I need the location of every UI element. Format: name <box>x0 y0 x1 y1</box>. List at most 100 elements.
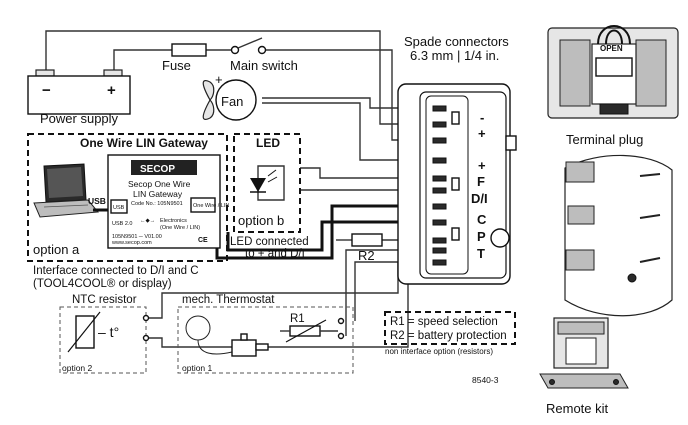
mech-thermostat: mech. Thermostat R1 option 1 <box>177 294 354 374</box>
unit-knob <box>490 228 510 248</box>
terminal-plug: OPEN <box>547 25 679 119</box>
r2-symbol <box>351 233 383 247</box>
terminal-plug-wires-inner <box>605 29 623 45</box>
secop-logo-text: SECOP <box>140 164 175 175</box>
remote-kit-hole <box>613 379 619 385</box>
spade-pin <box>432 105 447 112</box>
battery-terminal-minus <box>35 69 55 77</box>
compressor-plug-top <box>565 161 595 183</box>
switch-lever <box>237 37 263 49</box>
spade-pin <box>432 157 447 164</box>
compressor-plug-low <box>565 249 595 271</box>
remote-kit-top <box>557 321 605 335</box>
pin-tab <box>451 177 460 191</box>
fuse-label: Fuse <box>162 58 191 73</box>
pin-tab <box>451 111 460 125</box>
device-usb-type: USB 2.0 <box>112 221 132 227</box>
power-supply: − + Power supply <box>27 69 131 126</box>
unit-tab <box>505 135 517 151</box>
ntc-resistor: NTC resistor – t° option 2 <box>59 294 150 374</box>
compressor-pipe <box>639 173 661 177</box>
battery-minus-label: − <box>42 82 51 99</box>
ntc-symbol-label: – t° <box>98 324 119 340</box>
unit-inner <box>419 91 507 279</box>
gateway-dashed-frame <box>27 133 228 262</box>
fan-plus-label: + <box>215 72 223 87</box>
wire-gateway-di <box>215 204 433 260</box>
compressor-bolt <box>627 273 637 283</box>
compressor-drawing <box>564 154 673 317</box>
resistor-legend: R1 = speed selection R2 = battery protec… <box>384 311 516 356</box>
r2-description: R2 = battery protection <box>390 330 507 342</box>
device-name-1: Secop One Wire <box>128 179 191 189</box>
spade-pin <box>432 219 447 226</box>
spade-pin <box>432 121 447 128</box>
gateway-box: One Wire LIN Gateway USB SECOP Secop One… <box>27 133 229 262</box>
compressor-pipe <box>639 257 661 263</box>
fuse: Fuse <box>162 43 207 73</box>
terminal-c: C <box>477 212 487 227</box>
led-title: LED <box>256 136 280 150</box>
fan-icon <box>202 79 215 121</box>
thermostat-terminal <box>255 343 269 351</box>
device-one-wire-label: One Wire / LIN <box>193 203 229 209</box>
remote-kit-bracket <box>539 373 629 389</box>
led-wire-right <box>270 165 285 201</box>
ntc-terminal-top <box>142 314 150 322</box>
terminal-plug-right-clip <box>635 39 667 107</box>
led-ray-2 <box>267 176 278 183</box>
wire-fan-f <box>262 102 433 161</box>
terminal-plug-label-plate <box>595 57 633 77</box>
fuse-symbol <box>171 43 207 57</box>
device-electronics-sub: (One Wire / LIN) <box>160 225 200 231</box>
device-ce-mark: CE <box>198 237 208 244</box>
thermostat-dashed-frame <box>177 306 354 374</box>
main-switch-label: Main switch <box>230 58 298 73</box>
terminal-plug-left-clip <box>559 39 591 107</box>
spade-connectors-title: Spade connectors <box>404 34 509 49</box>
remote-kit-hole <box>549 379 555 385</box>
main-switch: Main switch <box>230 37 298 73</box>
device-code: Code No.: 105N9501 <box>131 201 183 207</box>
wire-ntc-top <box>146 262 399 319</box>
gateway-title: One Wire LIN Gateway <box>80 136 208 150</box>
thermostat-terminal-top <box>337 317 345 325</box>
thermostat-title: mech. Thermostat <box>182 294 275 306</box>
thermostat-body <box>231 339 257 357</box>
pin-tab <box>451 227 460 241</box>
secop-logo <box>131 160 197 175</box>
r1-adjust-arrow <box>285 319 327 343</box>
wire-ntc-bottom <box>146 250 409 348</box>
unit-connector-block <box>425 95 469 275</box>
device-serial: 105N9501 ─ V01.00 <box>112 234 162 240</box>
thermostat-capillary <box>197 339 233 355</box>
switch-contact-left <box>230 45 240 55</box>
spade-pin <box>432 237 447 244</box>
fan-label: Fan <box>221 94 243 109</box>
usb-cable-label: USB <box>88 196 106 206</box>
led-ray-1 <box>267 169 277 177</box>
device-arrow: ←◆→ <box>140 218 155 224</box>
thermostat-capillary-coil <box>185 315 211 341</box>
compressor-plug-mid <box>567 205 595 225</box>
spade-pin <box>432 247 447 254</box>
resistor-legend-frame <box>384 311 516 345</box>
remote-kit-label: Remote kit <box>546 401 609 416</box>
device-usb-port <box>110 199 128 214</box>
compressor-shell <box>564 154 673 317</box>
battery-terminal-plus <box>103 69 123 77</box>
r2-label: R2 <box>358 248 375 263</box>
device-web: www.secop.com <box>111 240 152 246</box>
r1-label: R1 <box>290 313 305 325</box>
led-note-1: LED connected <box>230 236 309 248</box>
figure-number: 8540-3 <box>472 375 499 385</box>
r1-description: R1 = speed selection <box>390 316 498 328</box>
switch-contact-right <box>257 45 267 55</box>
led-dashed-frame <box>233 133 301 233</box>
non-interface-note: non interface option (resistors) <box>385 347 493 356</box>
wire-gateway-c <box>226 220 433 252</box>
laptop-icon <box>33 163 99 218</box>
spade-pin <box>432 175 447 182</box>
r2-resistor: R2 <box>351 233 383 263</box>
